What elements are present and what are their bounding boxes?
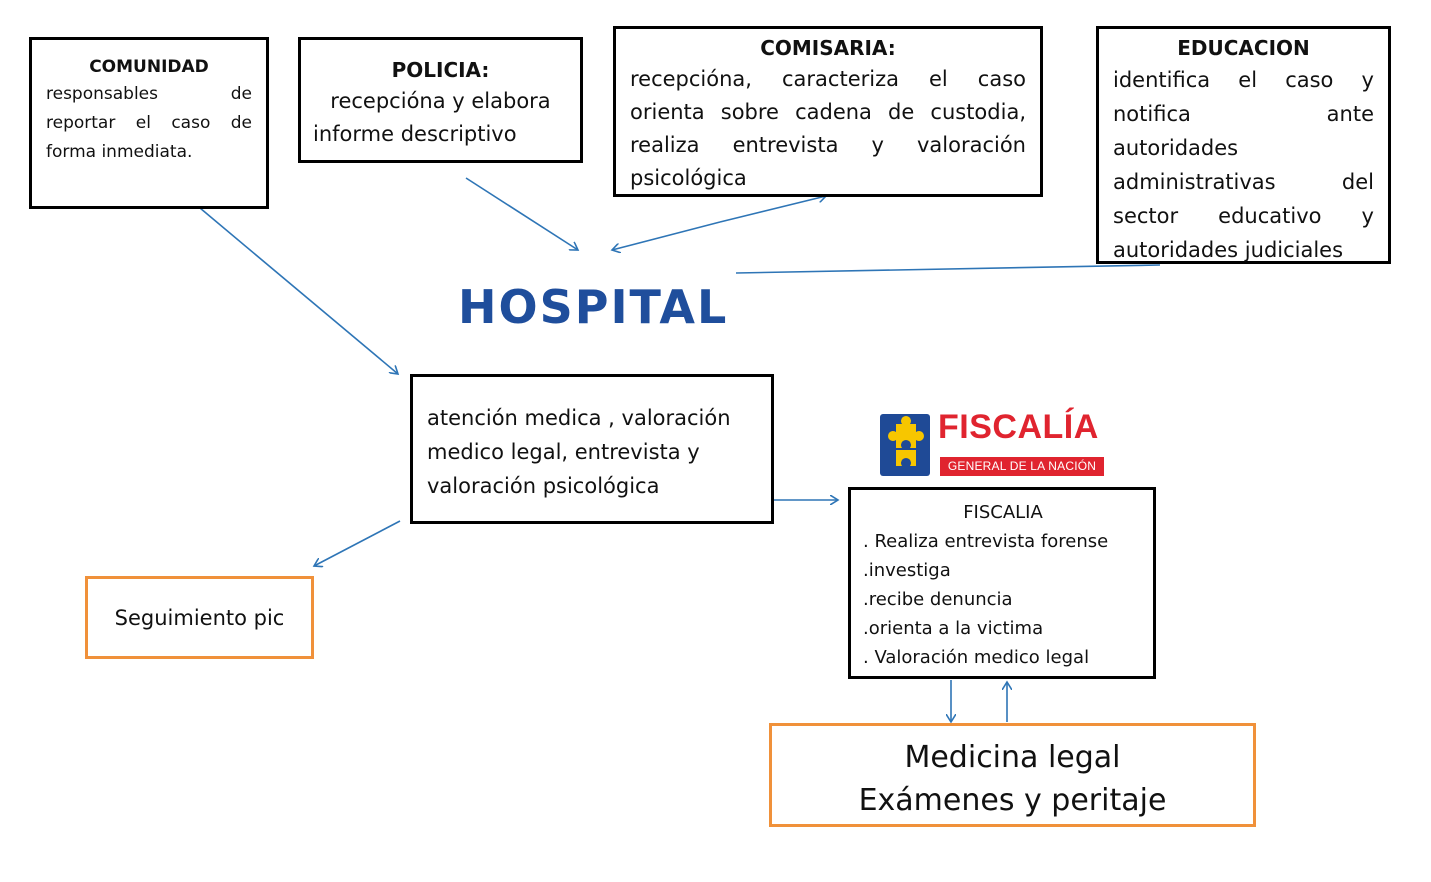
arrow-hospital-comisaria-a bbox=[612, 221, 721, 250]
fiscalia-item: . Valoración medico legal bbox=[863, 647, 1090, 668]
fiscalia-item: .recibe denuncia bbox=[863, 589, 1013, 610]
fiscalia-emblem bbox=[880, 414, 930, 476]
arrow-policia-to-hospital bbox=[465, 177, 578, 250]
fiscalia-logo-band: GENERAL DE LA NACIÓN bbox=[940, 457, 1104, 476]
fiscalia-title: FISCALIA bbox=[963, 502, 1043, 523]
comunidad-body: responsables de reportar el caso de form… bbox=[46, 84, 252, 162]
atencion-body: atención medica , valoración medico lega… bbox=[427, 406, 731, 498]
policia-title: POLICIA: bbox=[391, 58, 490, 82]
medicina-box: Medicina legal Exámenes y peritaje bbox=[769, 723, 1256, 827]
fiscalia-item: . Realiza entrevista forense bbox=[863, 531, 1109, 552]
fiscalia-logo-word: FISCALÍA bbox=[938, 408, 1099, 446]
educacion-title: EDUCACION bbox=[1177, 36, 1310, 60]
arrow-atencion-to-seguimiento bbox=[314, 520, 401, 566]
arrow-hospital-comisaria-b bbox=[719, 196, 826, 223]
atencion-box: atención medica , valoración medico lega… bbox=[410, 374, 774, 524]
fiscalia-logo: FISCALÍA GENERAL DE LA NACIÓN bbox=[880, 408, 1110, 480]
line-educacion-to-hospital bbox=[735, 264, 1161, 274]
hospital-label: HOSPITAL bbox=[458, 280, 729, 334]
medicina-line1: Medicina legal bbox=[904, 740, 1121, 775]
comisaria-box: COMISARIA: recepcióna, caracteriza el ca… bbox=[613, 26, 1043, 197]
medicina-line2: Exámenes y peritaje bbox=[858, 783, 1167, 818]
comunidad-box: COMUNIDAD responsables de reportar el ca… bbox=[29, 37, 269, 209]
fiscalia-box: FISCALIA . Realiza entrevista forense .i… bbox=[848, 487, 1156, 679]
fiscalia-item: .investiga bbox=[863, 560, 951, 581]
policia-body: recepcióna y elabora informe descriptivo bbox=[313, 89, 551, 146]
policia-box: POLICIA: recepcióna y elabora informe de… bbox=[298, 37, 583, 163]
educacion-body: identifica el caso y notifica ante autor… bbox=[1113, 68, 1374, 262]
comunidad-title: COMUNIDAD bbox=[89, 57, 209, 77]
seguimiento-label: Seguimiento pic bbox=[114, 605, 285, 630]
seguimiento-box: Seguimiento pic bbox=[85, 576, 314, 659]
comisaria-body: recepcióna, caracteriza el caso orienta … bbox=[630, 67, 1026, 190]
arrow-comunidad-to-atencion bbox=[199, 207, 398, 374]
puzzle-piece-icon bbox=[888, 416, 924, 466]
fiscalia-item: .orienta a la victima bbox=[863, 618, 1044, 639]
educacion-box: EDUCACION identifica el caso y notifica … bbox=[1096, 26, 1391, 264]
comisaria-title: COMISARIA: bbox=[760, 36, 896, 60]
